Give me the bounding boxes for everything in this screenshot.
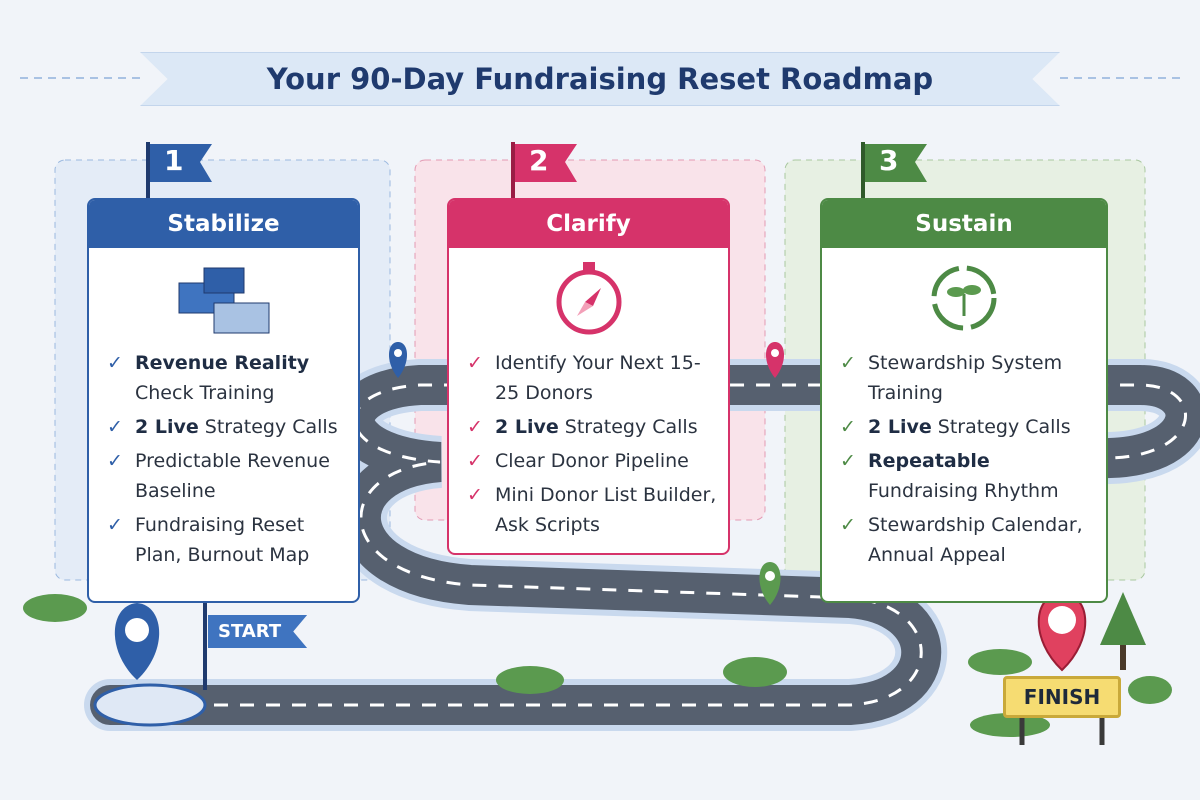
- checklist: ✓ Stewardship System Training ✓ 2 Live Stra…: [822, 348, 1106, 570]
- recycle-sprout-icon: [822, 248, 1106, 348]
- phase-title: Stabilize: [89, 200, 358, 248]
- flag-2: 2: [505, 138, 585, 200]
- pin-blue-icon: [388, 342, 408, 378]
- check-icon: ✓: [467, 484, 483, 506]
- phase-title: Clarify: [449, 200, 728, 248]
- item-bold-text: Repeatable: [868, 450, 990, 472]
- checklist-item: ✓ Repeatable Fundraising Rhythm: [840, 446, 1096, 506]
- item-text: Predictable Revenue Baseline: [135, 450, 330, 502]
- pin-green-icon: [759, 562, 781, 605]
- check-icon: ✓: [840, 450, 856, 472]
- tree-icon: [1100, 592, 1146, 670]
- item-bold-text: 2 Live: [495, 416, 559, 438]
- flag-3: 3: [855, 138, 935, 200]
- item-text: Mini Donor List Builder, Ask Scripts: [495, 484, 717, 536]
- checklist-item: ✓ Predictable Revenue Baseline: [107, 446, 348, 506]
- item-text: Check Training: [135, 382, 275, 404]
- item-bold-text: 2 Live: [135, 416, 199, 438]
- phase-card-sustain: Sustain ✓ Stewardship System Training ✓ 2 L…: [820, 198, 1108, 603]
- checklist-item: ✓ Identify Your Next 15-25 Donors: [467, 348, 718, 408]
- item-text: Identify Your Next 15-25 Donors: [495, 352, 701, 404]
- checklist-item: ✓ 2 Live Strategy Calls: [107, 412, 348, 442]
- check-icon: ✓: [840, 514, 856, 536]
- checklist-item: ✓ Fundraising Reset Plan, Burnout Map: [107, 510, 348, 570]
- check-icon: ✓: [840, 352, 856, 374]
- check-icon: ✓: [107, 352, 123, 374]
- checklist-item: ✓ 2 Live Strategy Calls: [840, 412, 1096, 442]
- building-blocks-icon: [89, 248, 358, 348]
- check-icon: ✓: [840, 416, 856, 438]
- checklist: ✓ Revenue Reality Check Training ✓ 2 Live S…: [89, 348, 358, 570]
- finish-sign: FINISH: [1003, 676, 1121, 718]
- item-text: Fundraising Reset Plan, Burnout Map: [135, 514, 310, 566]
- checklist: ✓ Identify Your Next 15-25 Donors ✓ 2 Live …: [449, 348, 728, 540]
- item-text: Strategy Calls: [558, 416, 698, 438]
- item-text: Clear Donor Pipeline: [495, 450, 689, 472]
- phase-title: Sustain: [822, 200, 1106, 248]
- item-text: Stewardship System Training: [868, 352, 1063, 404]
- phase-card-clarify: Clarify ✓ Identify Your Next 15-25 Donors…: [447, 198, 730, 555]
- checklist-item: ✓ 2 Live Strategy Calls: [467, 412, 718, 442]
- compass-icon: [449, 248, 728, 348]
- item-bold-text: 2 Live: [868, 416, 932, 438]
- check-icon: ✓: [107, 514, 123, 536]
- item-text: Strategy Calls: [931, 416, 1071, 438]
- page-title: Your 90-Day Fundraising Reset Roadmap: [266, 62, 934, 96]
- check-icon: ✓: [107, 450, 123, 472]
- phase-card-stabilize: Stabilize ✓ Revenue Reality Check Trainin…: [87, 198, 360, 603]
- finish-pin-icon: [1037, 591, 1087, 672]
- bushes: [23, 594, 1172, 737]
- checklist-item: ✓ Stewardship Calendar, Annual Appeal: [840, 510, 1096, 570]
- check-icon: ✓: [467, 352, 483, 374]
- check-icon: ✓: [107, 416, 123, 438]
- checklist-item: ✓ Clear Donor Pipeline: [467, 446, 718, 476]
- check-icon: ✓: [467, 450, 483, 472]
- item-text: Stewardship Calendar, Annual Appeal: [868, 514, 1083, 566]
- item-text: Fundraising Rhythm: [868, 480, 1059, 502]
- title-banner: Your 90-Day Fundraising Reset Roadmap: [140, 52, 1060, 106]
- checklist-item: ✓ Mini Donor List Builder, Ask Scripts: [467, 480, 718, 540]
- checklist-item: ✓ Revenue Reality Check Training: [107, 348, 348, 408]
- check-icon: ✓: [467, 416, 483, 438]
- flag-1: 1: [140, 138, 220, 200]
- start-pin-icon: [114, 603, 160, 680]
- start-flag: START: [208, 615, 308, 648]
- pin-pink-icon: [765, 342, 785, 378]
- checklist-item: ✓ Stewardship System Training: [840, 348, 1096, 408]
- item-bold-text: Revenue Reality: [135, 352, 310, 374]
- item-text: Strategy Calls: [198, 416, 338, 438]
- road: [84, 359, 1200, 731]
